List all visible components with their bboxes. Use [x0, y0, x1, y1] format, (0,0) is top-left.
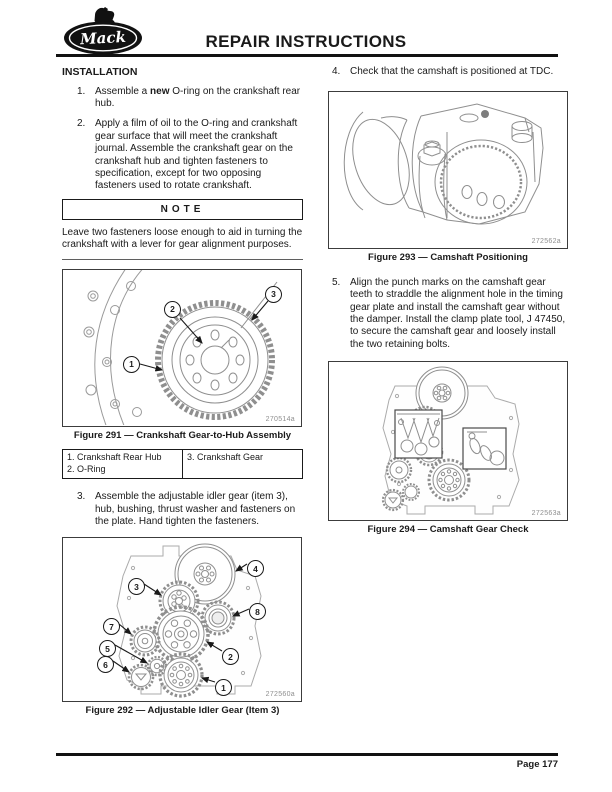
step-5: 5. Align the punch marks on the camshaft… — [317, 277, 568, 351]
step-text: Check that the camshaft is positioned at… — [350, 66, 554, 77]
callout-2: 2 — [164, 300, 181, 318]
image-id-label: 270514a — [265, 415, 295, 423]
callout-7: 7 — [103, 618, 120, 636]
note-text: Leave two fasteners loose enough to aid … — [62, 226, 303, 251]
footer-rule — [56, 753, 558, 756]
figure-294-camshaft-gear-check: 272563a — [328, 361, 568, 522]
step-1: 1. Assemble a new O-ring on the cranksha… — [62, 86, 303, 111]
right-column: 4. Check that the camshaft is positioned… — [317, 66, 568, 536]
figure-291-legend-table: 1. Crankshaft Rear Hub 2. O-Ring 3. Cran… — [62, 448, 303, 480]
legend-item: 1. Crankshaft Rear Hub — [67, 451, 162, 462]
image-id-label: 272560a — [265, 691, 295, 699]
step-2: 2. Apply a film of oil to the O-ring and… — [62, 118, 303, 192]
step-text: Assemble the adjustable idler gear (item… — [95, 491, 296, 528]
callout-8: 8 — [249, 603, 266, 621]
legend-item: 3. Crankshaft Gear — [187, 451, 264, 462]
figure-294-caption: Figure 294 — Camshaft Gear Check — [367, 524, 529, 536]
bulldog-icon — [94, 7, 115, 27]
step-number: 1. — [77, 85, 86, 97]
legend-cell-left: 1. Crankshaft Rear Hub 2. O-Ring — [62, 448, 183, 480]
camshaft-gear-check-illustration — [381, 366, 520, 515]
image-id-label: 272562a — [531, 238, 561, 246]
figure-292-caption: Figure 292 — Adjustable Idler Gear (Item… — [85, 705, 280, 717]
svg-text:Mack: Mack — [79, 28, 127, 48]
step-text: Assemble a new O-ring on the crankshaft … — [95, 85, 301, 109]
step-number: 3. — [77, 491, 86, 503]
callout-1: 1 — [123, 355, 140, 373]
legend-cell-right: 3. Crankshaft Gear — [182, 448, 303, 480]
step-3: 3. Assemble the adjustable idler gear (i… — [62, 491, 303, 528]
callout-4: 4 — [247, 560, 264, 578]
page-number: Page 177 — [516, 759, 558, 770]
column-divider-rule — [62, 258, 303, 260]
figure-293-camshaft: 272562a — [328, 91, 568, 250]
callout-1: 1 — [215, 679, 232, 697]
step-4: 4. Check that the camshaft is positioned… — [317, 66, 568, 78]
callout-3: 3 — [128, 578, 145, 596]
figure-292-idler-gear: 4 3 8 7 5 6 2 1 272560a — [62, 537, 302, 703]
step-number: 2. — [77, 118, 86, 130]
section-heading: INSTALLATION — [62, 66, 138, 78]
mack-logo: Mack — [62, 6, 144, 56]
left-column: INSTALLATION 1. Assemble a new O-ring on… — [62, 66, 303, 717]
callout-6: 6 — [97, 656, 114, 674]
mack-logo-art: Mack — [64, 7, 142, 55]
camshaft-illustration — [343, 103, 544, 225]
table-row: 1. Crankshaft Rear Hub 2. O-Ring 3. Cran… — [62, 448, 303, 480]
callout-3: 3 — [265, 285, 282, 303]
crankshaft-gear-illustration — [83, 269, 278, 425]
figure-291-crankshaft-gear: 1 2 3 270514a — [62, 268, 302, 427]
step-text: Align the punch marks on the camshaft ge… — [350, 276, 566, 350]
page-title: REPAIR INSTRUCTIONS — [205, 32, 407, 51]
step-number: 5. — [332, 276, 341, 288]
step-text: Apply a film of oil to the O-ring and cr… — [95, 118, 298, 192]
step-number: 4. — [332, 66, 341, 77]
figure-291-caption: Figure 291 — Crankshaft Gear-to-Hub Asse… — [73, 429, 292, 441]
callout-2: 2 — [222, 648, 239, 666]
header-rule — [56, 54, 558, 57]
image-id-label: 272563a — [531, 510, 561, 518]
figure-293-caption: Figure 293 — Camshaft Positioning — [368, 252, 528, 264]
emphasis-new: new — [150, 85, 170, 97]
note-box: NOTE — [62, 198, 303, 220]
gear-train-illustration — [112, 543, 262, 699]
legend-item: 2. O-Ring — [67, 463, 106, 474]
